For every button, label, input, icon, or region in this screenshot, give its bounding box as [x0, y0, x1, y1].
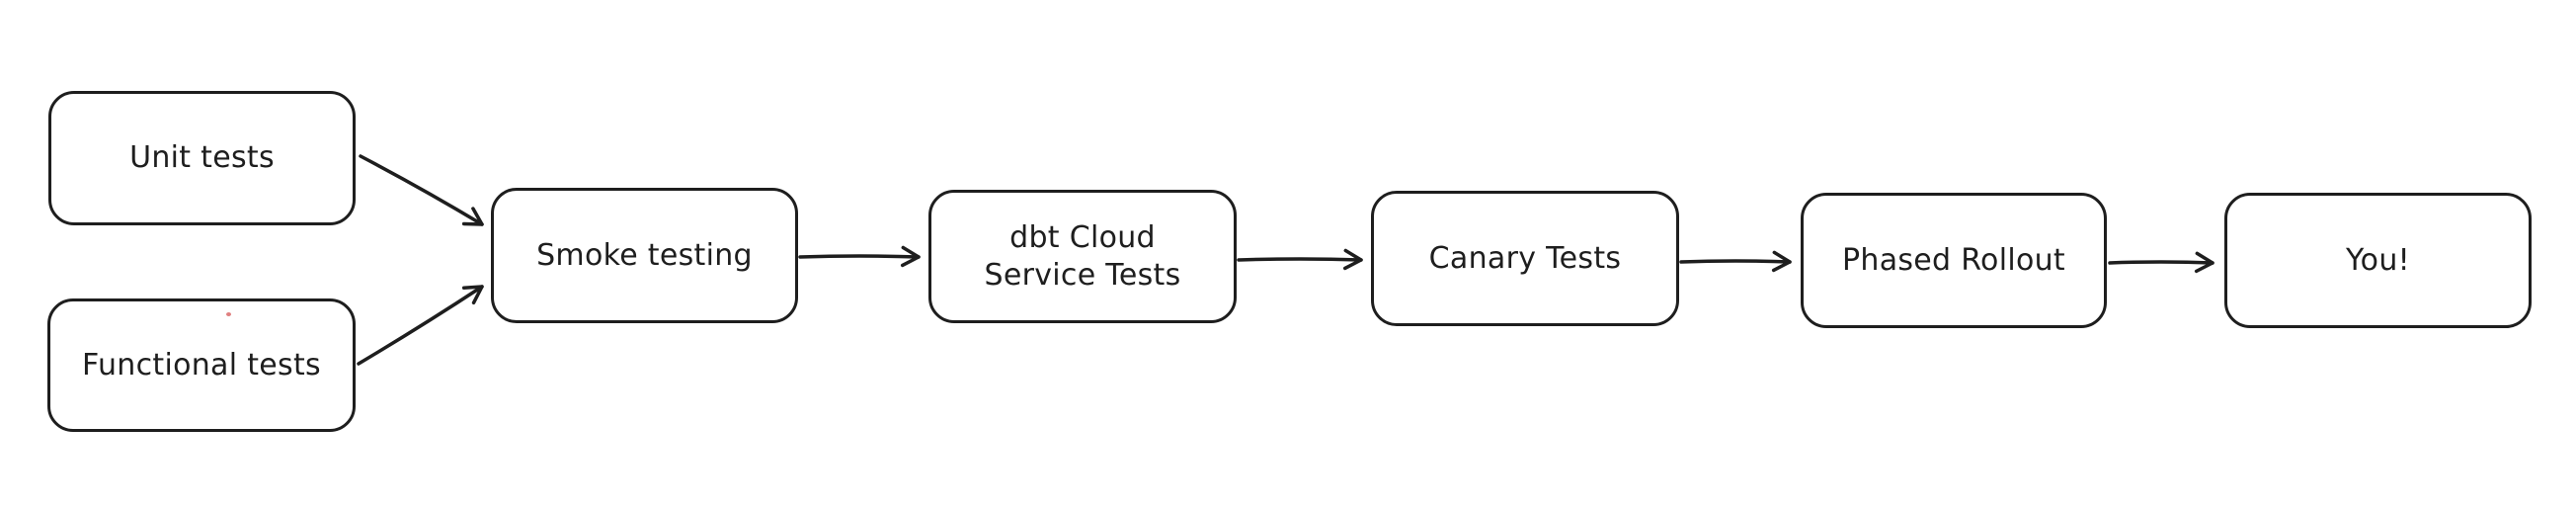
node-phased-rollout-label: Phased Rollout	[1841, 242, 2065, 278]
node-canary-tests-label: Canary Tests	[1428, 240, 1622, 276]
edge-dbt-cloud-to-canary-tests	[1237, 248, 1363, 271]
node-smoke-testing-label: Smoke testing	[536, 237, 753, 273]
node-you: You!	[2224, 193, 2532, 328]
node-functional-tests-label: Functional tests	[82, 347, 321, 382]
stray-red-dot	[226, 312, 231, 316]
node-canary-tests: Canary Tests	[1371, 191, 1679, 326]
node-unit-tests: Unit tests	[48, 91, 356, 225]
node-functional-tests: Functional tests	[47, 298, 356, 432]
edge-unit-tests-to-smoke-testing	[359, 154, 484, 226]
node-dbt-cloud-service-tests: dbt Cloud Service Tests	[928, 190, 1237, 323]
node-you-label: You!	[2346, 242, 2410, 278]
edge-canary-tests-to-phased-rollout	[1679, 250, 1792, 273]
edge-functional-tests-to-smoke-testing	[357, 285, 484, 366]
edge-phased-rollout-to-you	[2108, 251, 2214, 274]
node-phased-rollout: Phased Rollout	[1801, 193, 2107, 328]
edge-smoke-testing-to-dbt-cloud	[798, 245, 921, 268]
node-smoke-testing: Smoke testing	[491, 188, 798, 323]
node-dbt-cloud-service-tests-label: dbt Cloud Service Tests	[984, 219, 1181, 293]
node-unit-tests-label: Unit tests	[129, 140, 275, 175]
